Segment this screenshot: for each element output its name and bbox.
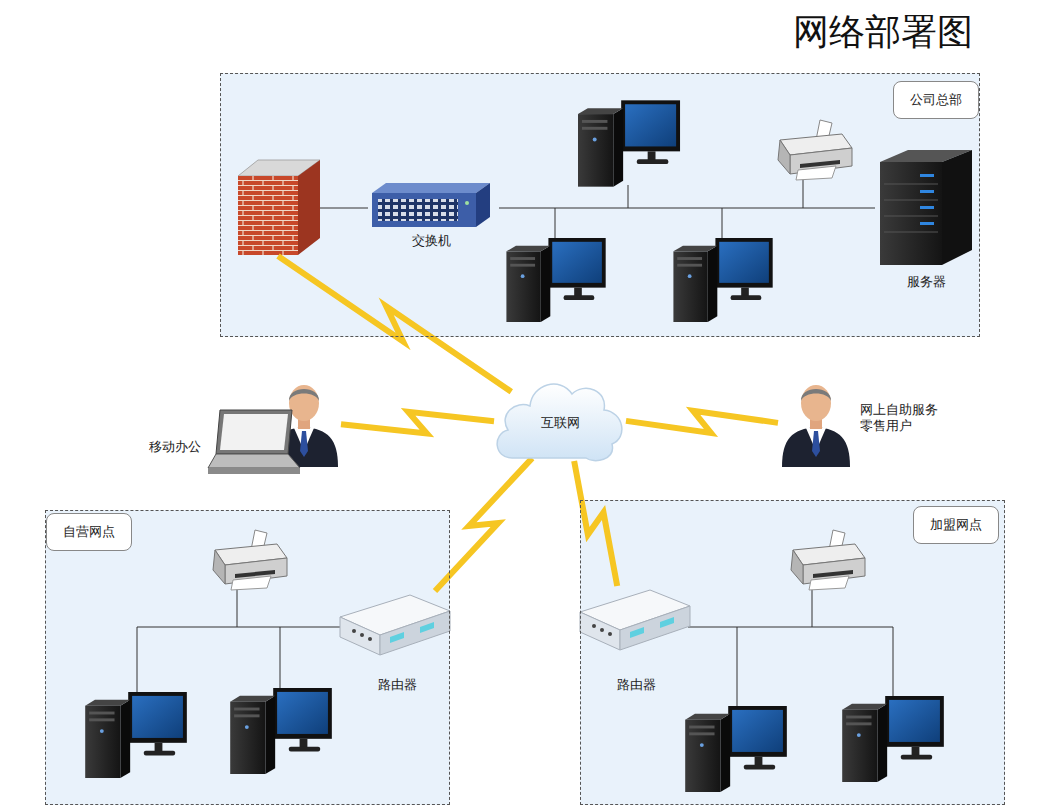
laptop-icon xyxy=(208,410,300,474)
switch-icon xyxy=(372,183,490,227)
router-node: 路由器 xyxy=(577,586,695,695)
person-icon xyxy=(782,385,850,467)
device-label: 网上自助服务 零售用户 xyxy=(860,402,943,435)
region-fill xyxy=(580,500,1005,805)
computer-icon xyxy=(85,692,187,778)
printer-icon xyxy=(791,530,865,590)
wireless-link xyxy=(626,411,778,433)
router-icon xyxy=(340,595,450,655)
computer-icon xyxy=(230,688,332,774)
computer-icon xyxy=(673,238,772,322)
server-icon xyxy=(880,150,972,265)
computer-icon xyxy=(506,238,605,322)
computer-icon xyxy=(842,696,944,782)
device-label: 路由器 xyxy=(617,677,656,693)
region-label: 加盟网点 xyxy=(913,506,999,544)
device-label: 交换机 xyxy=(412,233,451,249)
hq-region: 公司总部交换机服务器 xyxy=(220,73,980,337)
server-node: 服务器 xyxy=(875,147,977,293)
computer-icon xyxy=(685,706,787,792)
internet-cloud: 互联网 xyxy=(490,372,630,468)
franchise-region: 加盟网点路由器 xyxy=(580,500,1005,805)
printer-icon xyxy=(213,530,287,590)
region-label: 自营网点 xyxy=(46,513,132,551)
cloud-label: 互联网 xyxy=(541,415,580,431)
router-icon xyxy=(580,590,690,650)
wireless-link xyxy=(278,256,511,392)
retail-user-node: 网上自助服务 零售用户 xyxy=(778,376,954,472)
mobile-office-node: 移动办公 xyxy=(145,375,341,477)
computer-icon xyxy=(578,100,680,186)
lan-wires xyxy=(137,178,893,710)
region-label: 公司总部 xyxy=(893,81,979,119)
diagram-title: 网络部署图 xyxy=(793,8,973,57)
lan-cable xyxy=(499,208,875,209)
printer-icon xyxy=(778,120,852,180)
device-label: 服务器 xyxy=(907,274,946,290)
region-fill xyxy=(45,510,450,805)
own-outlet-region: 自营网点路由器 xyxy=(45,510,450,805)
firewall-icon xyxy=(238,160,320,255)
device-label: 路由器 xyxy=(378,677,417,693)
wireless-link xyxy=(341,412,494,434)
router-node: 路由器 xyxy=(337,591,457,695)
switch-node: 交换机 xyxy=(363,181,499,251)
device-label: 移动办公 xyxy=(149,439,201,455)
